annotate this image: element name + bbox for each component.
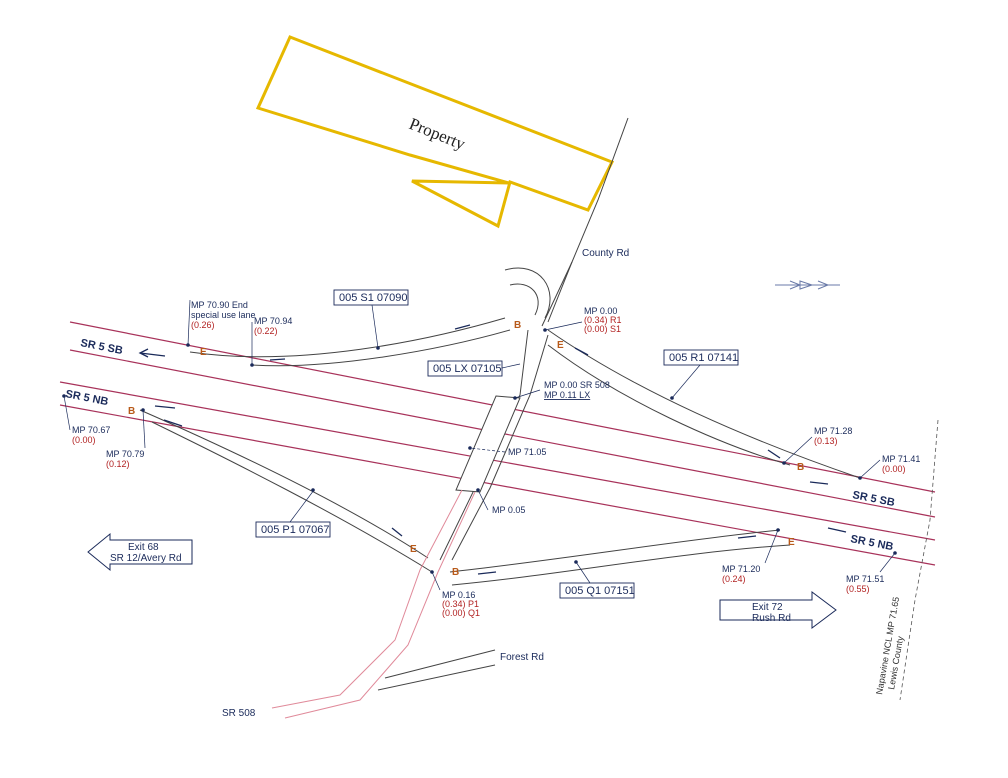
mp7094-sub: (0.22) (254, 326, 278, 336)
mp7079-sub: (0.12) (106, 459, 130, 469)
mp7120-label: MP 71.20 (722, 564, 760, 574)
mp7090-sub: (0.26) (191, 320, 215, 330)
mp7141-label: MP 71.41 (882, 454, 920, 464)
mp000-label: MP 0.00 (584, 306, 617, 316)
property-parcel[interactable] (255, 35, 615, 229)
mp7090-label: MP 70.90 End (191, 300, 248, 310)
mp016-q1: (0.00) Q1 (442, 608, 480, 618)
ramp-s1[interactable] (189, 317, 506, 358)
mp7090-label-2: special use lane (191, 310, 256, 320)
mp7067-label: MP 70.67 (72, 425, 110, 435)
mp016-p1: (0.34) P1 (442, 599, 479, 609)
svg-text:005 Q1 07151: 005 Q1 07151 (565, 585, 635, 597)
forest-road (384, 649, 496, 679)
marker-b-r1: B (797, 462, 804, 473)
mp7105-label: MP 71.05 (508, 447, 546, 457)
ramp-box-lx[interactable]: 005 LX 07105 (427, 360, 521, 377)
mp7067-sub: (0.00) (72, 435, 96, 445)
svg-text:005 R1 07141: 005 R1 07141 (669, 352, 738, 364)
county-line (899, 419, 939, 701)
ramp-box-q1[interactable]: 005 Q1 07151 (559, 561, 635, 599)
sr5-sb-left-label: SR 5 SB (79, 337, 123, 357)
ramp-q1-inner (451, 544, 791, 586)
mp7128-label: MP 71.28 (814, 426, 852, 436)
mp7128-sub: (0.13) (814, 436, 838, 446)
sr508-east-edge (284, 491, 476, 719)
exit-68-line2: SR 12/Avery Rd (110, 553, 182, 564)
mp016-label: MP 0.16 (442, 590, 475, 600)
sr508-label: SR 508 (222, 708, 256, 719)
svg-text:005 S1 07090: 005 S1 07090 (339, 292, 408, 304)
sr5-sb-right-label: SR 5 SB (851, 489, 895, 509)
marker-e-s1: E (200, 347, 207, 358)
ramp-s1-inner (251, 329, 511, 367)
loop-west-inner (509, 283, 539, 316)
exit-68-line1: Exit 68 (128, 542, 159, 553)
sr5-nb-left-label: SR 5 NB (64, 388, 109, 408)
exit-72-line2: Rush Rd (752, 613, 791, 624)
marker-e-q1: E (788, 537, 795, 548)
ramp-box-r1[interactable]: 005 R1 07141 (663, 349, 739, 399)
marker-e-r1: E (557, 340, 564, 351)
county-rd-label: County Rd (582, 248, 629, 259)
property-label: Property (407, 114, 469, 154)
mp7151-sub: (0.55) (846, 584, 870, 594)
mp-sr508-label: MP 0.00 SR 508 (544, 380, 610, 390)
mp7151-label: MP 71.51 (846, 574, 884, 584)
exit-68-sign[interactable]: Exit 68 SR 12/Avery Rd (87, 532, 193, 572)
ramp-box-s1[interactable]: 005 S1 07090 (333, 289, 409, 349)
forest-road-b (377, 664, 496, 691)
mp-sr508-label-2: MP 0.11 LX (544, 390, 590, 400)
svg-text:005 P1 07067: 005 P1 07067 (261, 524, 330, 536)
sr5-nb-top (59, 381, 936, 541)
ramp-box-p1[interactable]: 005 P1 07067 (255, 489, 331, 538)
county-road-north (547, 117, 629, 323)
sr5-nb-bottom (59, 404, 936, 566)
mp7120-sub: (0.24) (722, 574, 746, 584)
milepost-leaders (62, 299, 897, 591)
mp7079-label: MP 70.79 (106, 449, 144, 459)
sr508-west-edge (271, 489, 463, 709)
traffic-arrows (138, 324, 847, 575)
connector-lx-east (451, 334, 549, 561)
ramp-r1-inner (547, 344, 791, 466)
marker-b-p1: B (128, 406, 135, 417)
mp000-r1: (0.34) R1 (584, 315, 622, 325)
ramp-p1-inner (151, 421, 433, 573)
loop-west (504, 267, 551, 319)
marker-b-s1: B (514, 320, 521, 331)
exit-72-line1: Exit 72 (752, 602, 783, 613)
forest-rd-label: Forest Rd (500, 652, 544, 663)
ramp-q1[interactable] (449, 529, 781, 573)
marker-e-p1: E (410, 544, 417, 555)
north-arrow-icon (775, 280, 840, 290)
mp000-s1: (0.00) S1 (584, 324, 621, 334)
ramp-p1[interactable] (139, 409, 429, 559)
mp7141-sub: (0.00) (882, 464, 906, 474)
mp005-label: MP 0.05 (492, 505, 525, 515)
overpass-bridge (455, 395, 521, 493)
svg-text:005 LX 07105: 005 LX 07105 (433, 363, 502, 375)
exit-72-sign[interactable]: Exit 72 Rush Rd (719, 591, 837, 629)
county-road-north-b (541, 261, 573, 327)
mp7094-label: MP 70.94 (254, 316, 292, 326)
marker-b-q1: B (452, 567, 459, 578)
